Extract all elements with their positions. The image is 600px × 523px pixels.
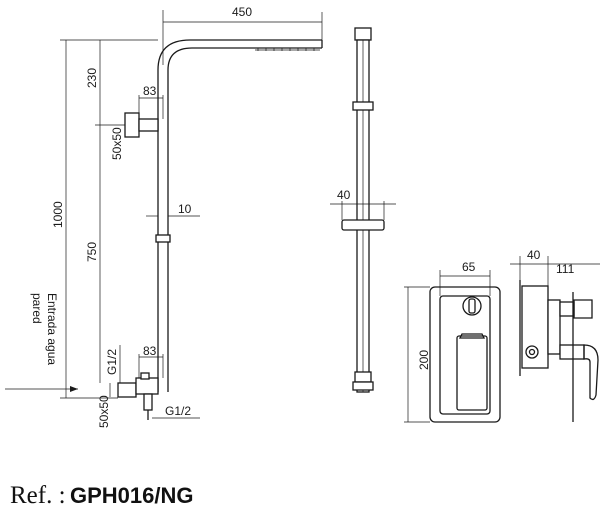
valve-side-view — [519, 280, 599, 422]
technical-drawing: 450 1000 230 750 83 50x50 10 83 G1/2 — [5, 5, 600, 428]
ref-code: GPH016/NG — [70, 483, 194, 508]
water-inlet-label-line2: pared — [30, 293, 44, 324]
dim-valve-width: 65 — [462, 260, 476, 274]
front-view-shower-column — [341, 27, 385, 393]
side-view-dimensions: 450 1000 230 750 83 50x50 10 83 G1/2 — [5, 5, 323, 428]
dim-column-gap: 10 — [178, 202, 192, 216]
reference-label: Ref. : GPH016/NG — [10, 482, 194, 510]
water-inlet-label-line1: Entrada agua — [45, 293, 59, 365]
dim-valve-height: 200 — [417, 350, 431, 370]
dim-column-height: 750 — [85, 242, 99, 262]
dim-inlet-thread-side: G1/2 — [105, 349, 119, 375]
dim-total-height: 1000 — [51, 201, 65, 228]
dim-arm-height: 230 — [85, 68, 99, 88]
dim-valve-projection: 111 — [556, 262, 575, 276]
dim-bracket-bottom-size: 50x50 — [97, 395, 111, 428]
valve-front-view — [429, 286, 501, 423]
rain-head-nozzles — [257, 48, 315, 51]
side-view-shower-column — [117, 39, 323, 420]
ref-prefix: Ref. : — [10, 482, 66, 509]
dim-valve-depth: 40 — [527, 248, 541, 262]
valve-side-dimensions: 40 111 — [510, 248, 600, 286]
dim-slider-width: 40 — [337, 188, 351, 202]
dim-bracket-offset-bottom: 83 — [143, 344, 157, 358]
dim-bracket-offset-top: 83 — [143, 84, 157, 98]
dim-bracket-top-size: 50x50 — [110, 127, 124, 160]
dim-inlet-thread-bottom: G1/2 — [165, 404, 191, 418]
dim-head-width: 450 — [232, 5, 252, 19]
valve-front-dimensions: 65 200 — [404, 260, 491, 423]
front-view-dimensions: 40 — [330, 188, 396, 220]
